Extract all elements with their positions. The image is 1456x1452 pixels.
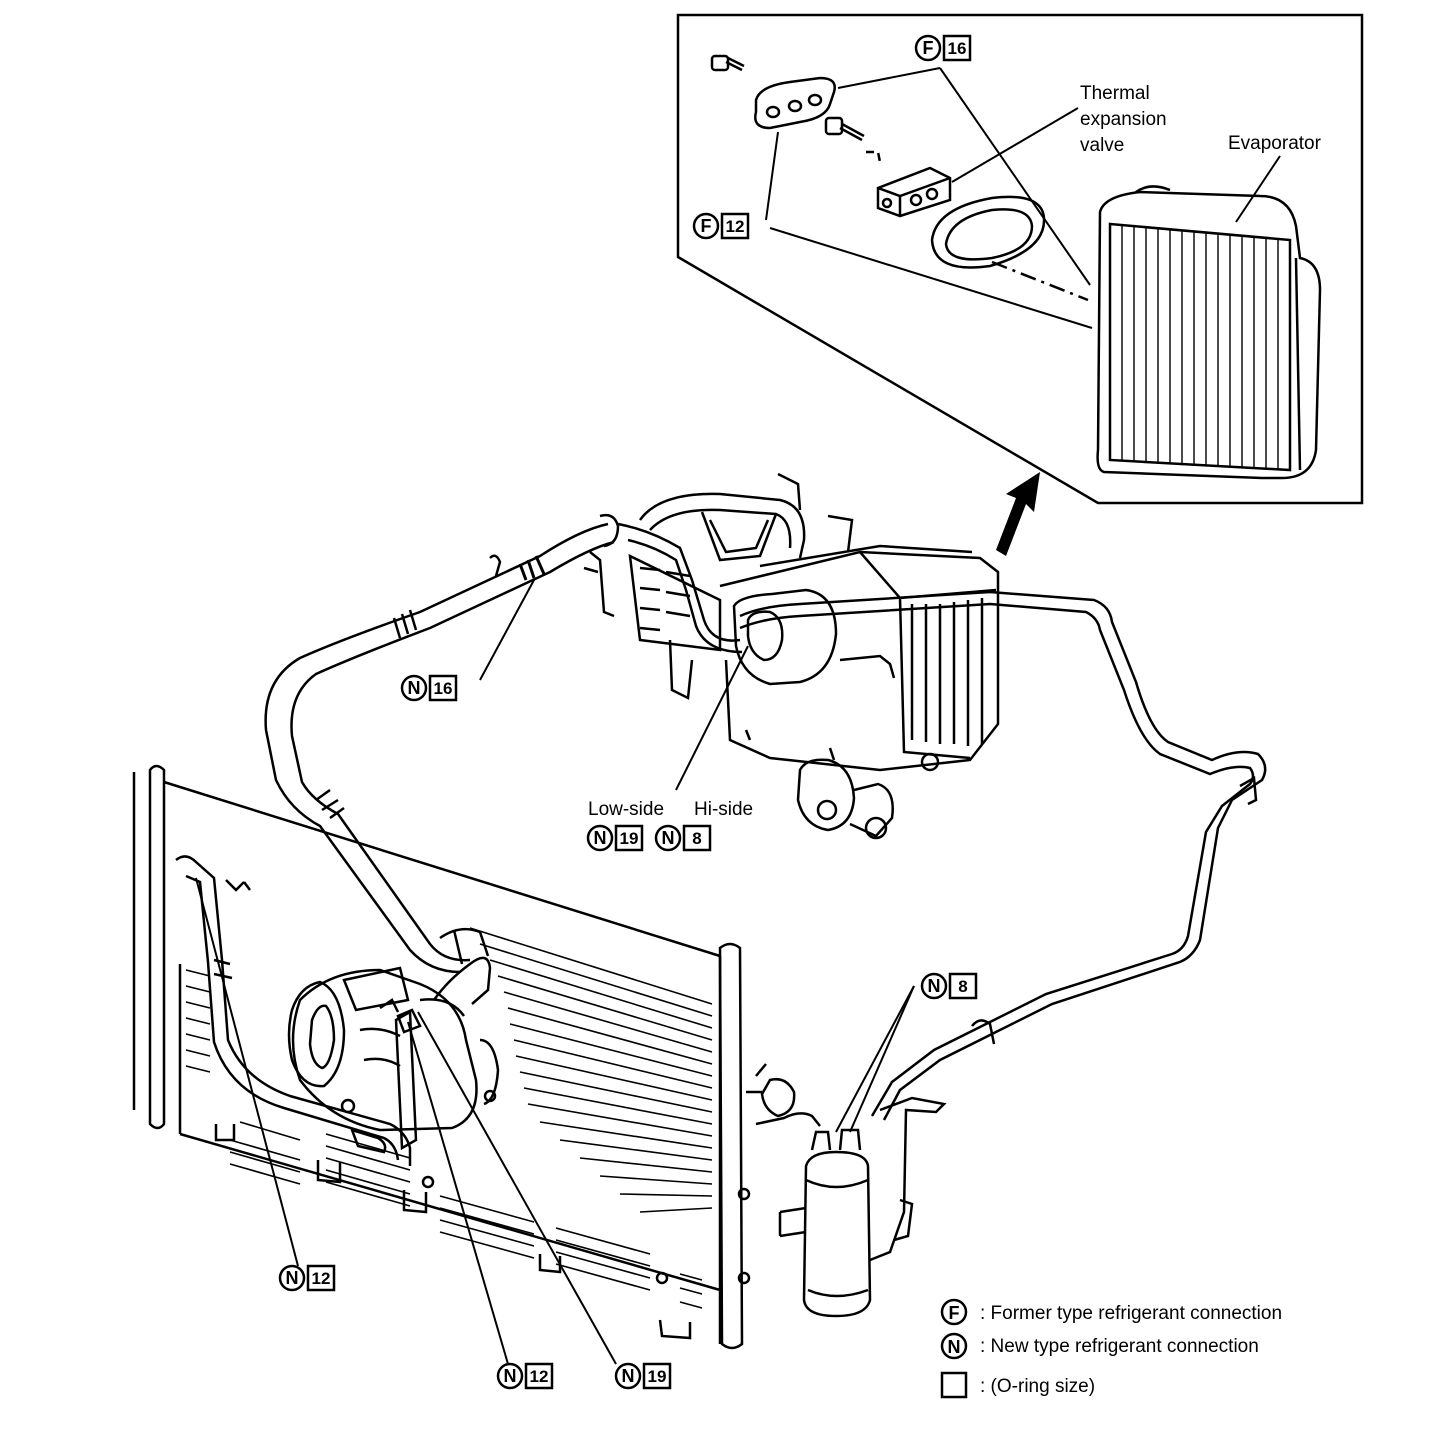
inset-bolt-2-icon [824, 116, 882, 163]
connection-type-letter: N [504, 1366, 517, 1386]
connection-type-circle-icon [654, 824, 682, 852]
connection-type-letter: N [594, 828, 607, 848]
oring-size-value: 19 [620, 829, 639, 848]
hi-side-label: Hi-side [694, 799, 753, 820]
oring-size-box [524, 1362, 554, 1390]
condenser-fins [185, 927, 713, 1309]
legend-former-symbol-icon [940, 1298, 968, 1326]
oring-size-box [306, 1264, 336, 1292]
legend-former-letter: F [949, 1303, 960, 1323]
evaporator-label: Evaporator [1228, 133, 1322, 154]
tag-hose-n16: N 16 [400, 674, 458, 702]
legend-new-text: : New type refrigerant connection [980, 1336, 1259, 1357]
legend-former-text: : Former type refrigerant connection [980, 1303, 1282, 1324]
main-leaders [195, 579, 915, 1365]
main-assembly [132, 472, 1267, 1365]
oring-size-value: 12 [726, 217, 745, 236]
connection-type-letter: F [923, 38, 934, 58]
connection-type-circle-icon [586, 824, 614, 852]
legend-new-letter: N [948, 1337, 961, 1357]
low-side-label: Low-side [588, 799, 664, 820]
tag-compressor-n12: N 12 [496, 1362, 554, 1390]
oring-size-value: 16 [948, 39, 967, 58]
thermal-label-line2: expansion [1080, 109, 1167, 130]
connection-type-circle-icon [614, 1362, 642, 1390]
connection-type-circle-icon [914, 34, 942, 62]
oring-size-value: 19 [648, 1367, 667, 1386]
inset-frame [676, 13, 1364, 505]
detail-arrow-icon [996, 472, 1040, 556]
connection-type-letter: F [701, 216, 712, 236]
connection-type-circle-icon [400, 674, 428, 702]
oring-size-value: 8 [692, 829, 701, 848]
oring-size-value: 16 [434, 679, 453, 698]
oring-size-value: 12 [312, 1269, 331, 1288]
oring-size-box [948, 972, 978, 1000]
connection-type-circle-icon [920, 972, 948, 1000]
tag-inset-f12: F 12 [692, 212, 750, 240]
tag-inset-f16: F 16 [914, 34, 972, 62]
oring-size-box [942, 34, 972, 62]
connection-type-letter: N [408, 678, 421, 698]
inset-leaders [765, 67, 1281, 329]
connection-type-circle-icon [692, 212, 720, 240]
thermal-expansion-valve-icon [876, 166, 952, 218]
thermal-label-line3: valve [1080, 135, 1124, 156]
condenser [132, 764, 744, 1350]
inset-detail [676, 13, 1364, 505]
connection-type-letter: N [622, 1366, 635, 1386]
connection-type-letter: N [286, 1268, 299, 1288]
oring-size-box [642, 1362, 672, 1390]
thermal-label-line1: Thermal [1080, 83, 1150, 104]
tag-low-side-n19: N 19 [586, 824, 644, 852]
oring-size-value: 8 [958, 977, 967, 996]
heater-unit [628, 472, 1000, 840]
liquid-tank [746, 1063, 947, 1318]
oring-size-value: 12 [530, 1367, 549, 1386]
connection-type-letter: N [662, 828, 675, 848]
evaporator-core [1096, 185, 1322, 480]
inset-bolt-icon [710, 54, 745, 72]
compressor [287, 966, 500, 1132]
legend-oring-square-icon [940, 1371, 968, 1399]
inset-flange-plate [754, 76, 836, 130]
legend: F : Former type refrigerant connection N… [940, 1298, 1282, 1399]
legend-oring-text: : (O-ring size) [980, 1376, 1095, 1397]
evaporator-tubes [583, 522, 743, 654]
connection-type-circle-icon [496, 1362, 524, 1390]
tag-condenser-n12: N 12 [278, 1264, 336, 1292]
legend-new-symbol-icon [940, 1332, 968, 1360]
discharge-pipes [175, 855, 492, 1166]
tag-compressor-n19: N 19 [614, 1362, 672, 1390]
oring-size-box [682, 824, 712, 852]
high-pressure-pipe [739, 590, 1267, 1121]
suction-hose [264, 513, 620, 974]
connection-type-circle-icon [278, 1264, 306, 1292]
oring-size-box [428, 674, 458, 702]
oring-size-box [614, 824, 644, 852]
evaporator-fins [1121, 226, 1279, 470]
connection-type-letter: N [928, 976, 941, 996]
oring-size-box [720, 212, 750, 240]
